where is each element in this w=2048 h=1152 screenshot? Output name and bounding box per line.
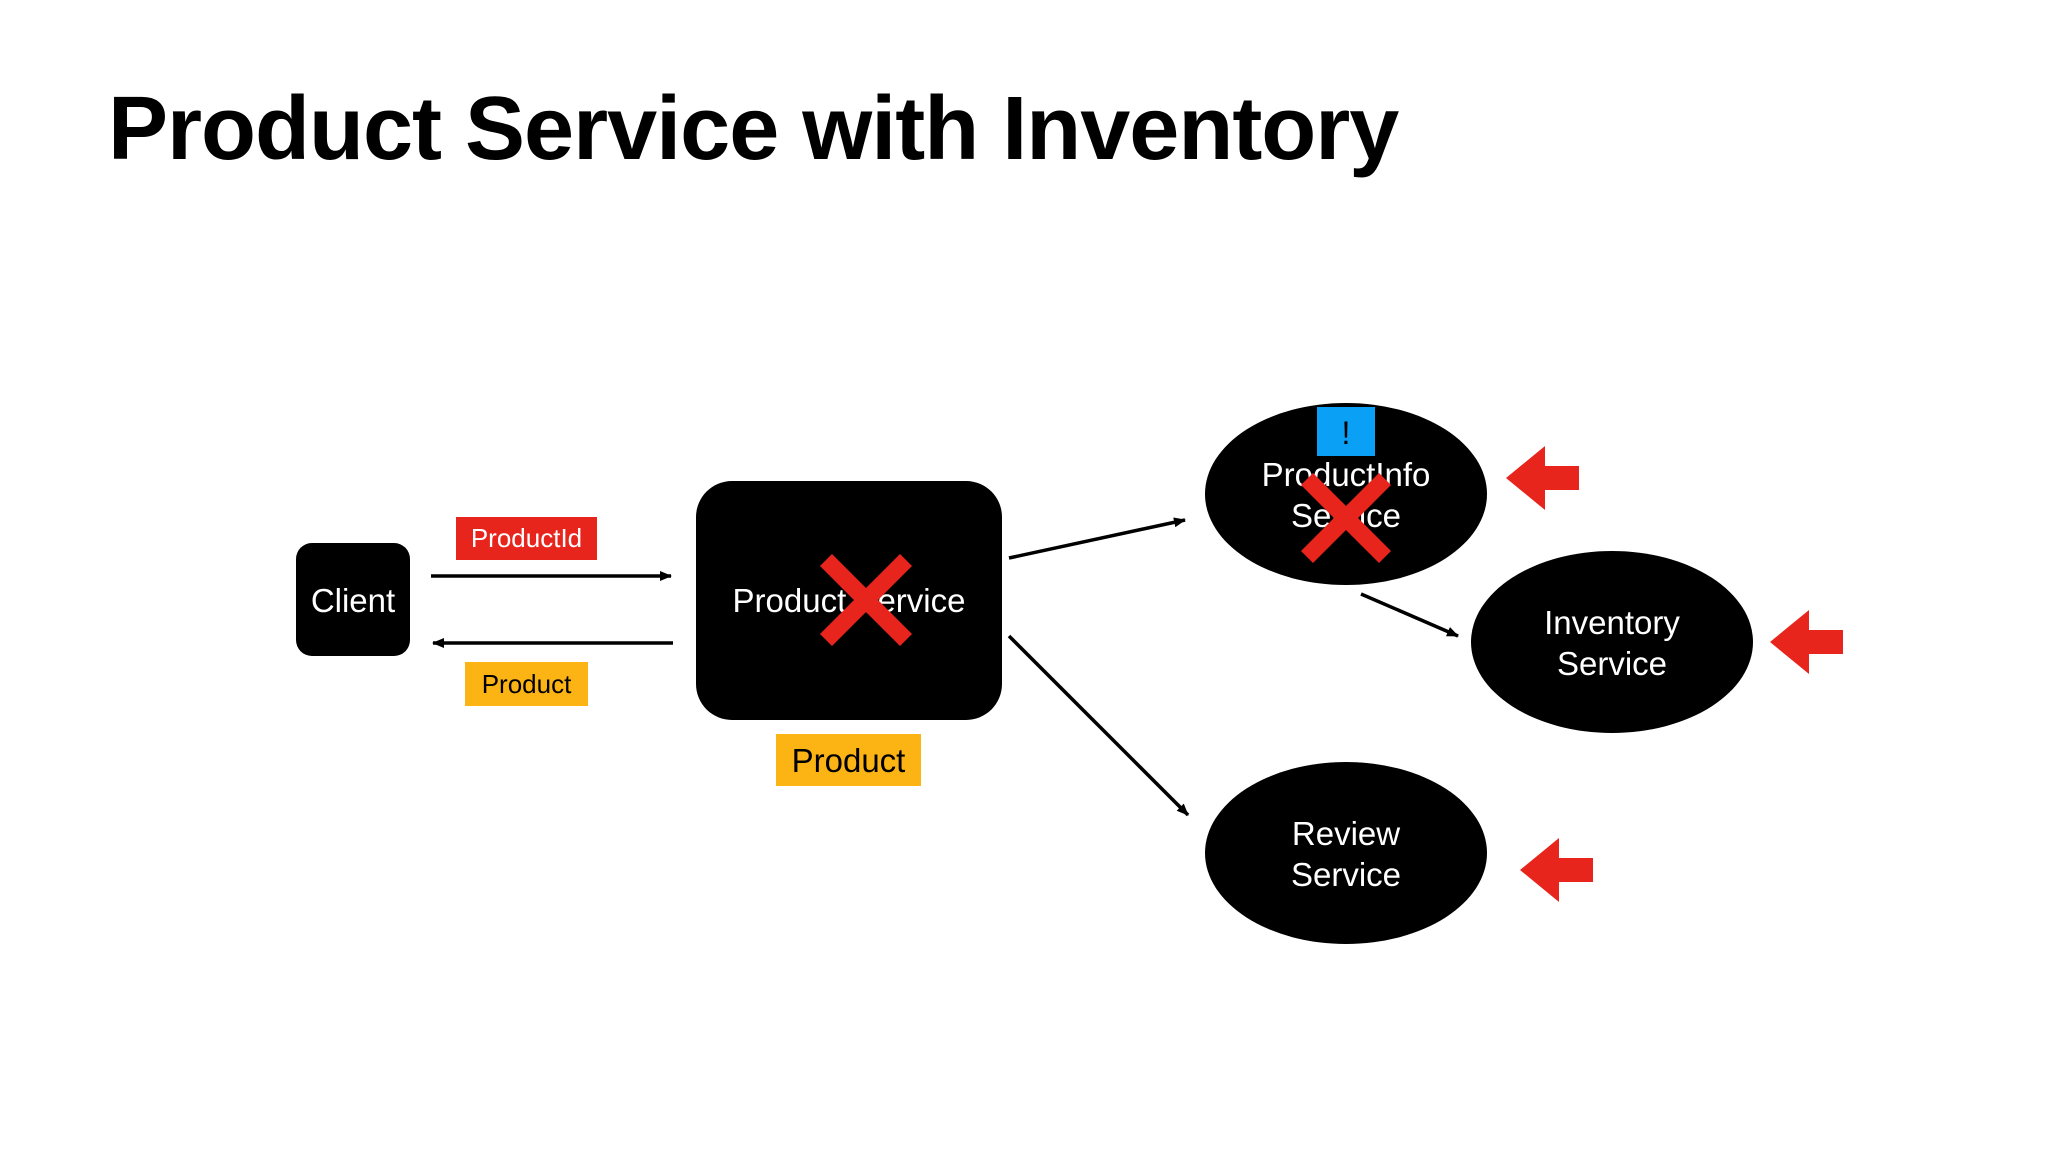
arrow-left-icon: [1770, 610, 1843, 674]
client-node: Client: [296, 543, 410, 656]
request-tag: ProductId: [456, 517, 597, 560]
arrow-to-productinfo: [1008, 517, 1186, 560]
arrow-to-inventory: [1360, 592, 1459, 638]
client-label: Client: [311, 582, 395, 619]
request-tag-label: ProductId: [471, 523, 582, 553]
response-tag: Product: [465, 662, 588, 706]
arrow-to-review: [1007, 634, 1190, 817]
x-mark-icon: [1300, 472, 1392, 564]
inventory-service-node: Inventory Service: [1471, 551, 1753, 733]
x-mark-icon: [819, 553, 913, 647]
productinfo-service-label-line1: ProductInfo: [1262, 456, 1431, 493]
review-service-label-line1: Review: [1292, 815, 1400, 852]
alert-badge: !: [1317, 407, 1375, 456]
inventory-service-label-line1: Inventory: [1544, 604, 1680, 641]
response-tag-label: Product: [482, 669, 572, 699]
alert-badge-symbol: !: [1342, 415, 1351, 451]
product-service-output-tag: Product: [776, 734, 921, 786]
product-service-node: Product Service: [696, 481, 1002, 720]
product-service-output-label: Product: [792, 742, 906, 779]
review-service-label-line2: Service: [1291, 856, 1401, 893]
inventory-service-label-line2: Service: [1557, 645, 1667, 682]
review-service-node: Review Service: [1205, 762, 1487, 944]
arrow-left-icon: [1520, 838, 1593, 902]
arrow-left-icon: [1506, 446, 1579, 510]
slide-title: Product Service with Inventory: [108, 79, 1399, 179]
